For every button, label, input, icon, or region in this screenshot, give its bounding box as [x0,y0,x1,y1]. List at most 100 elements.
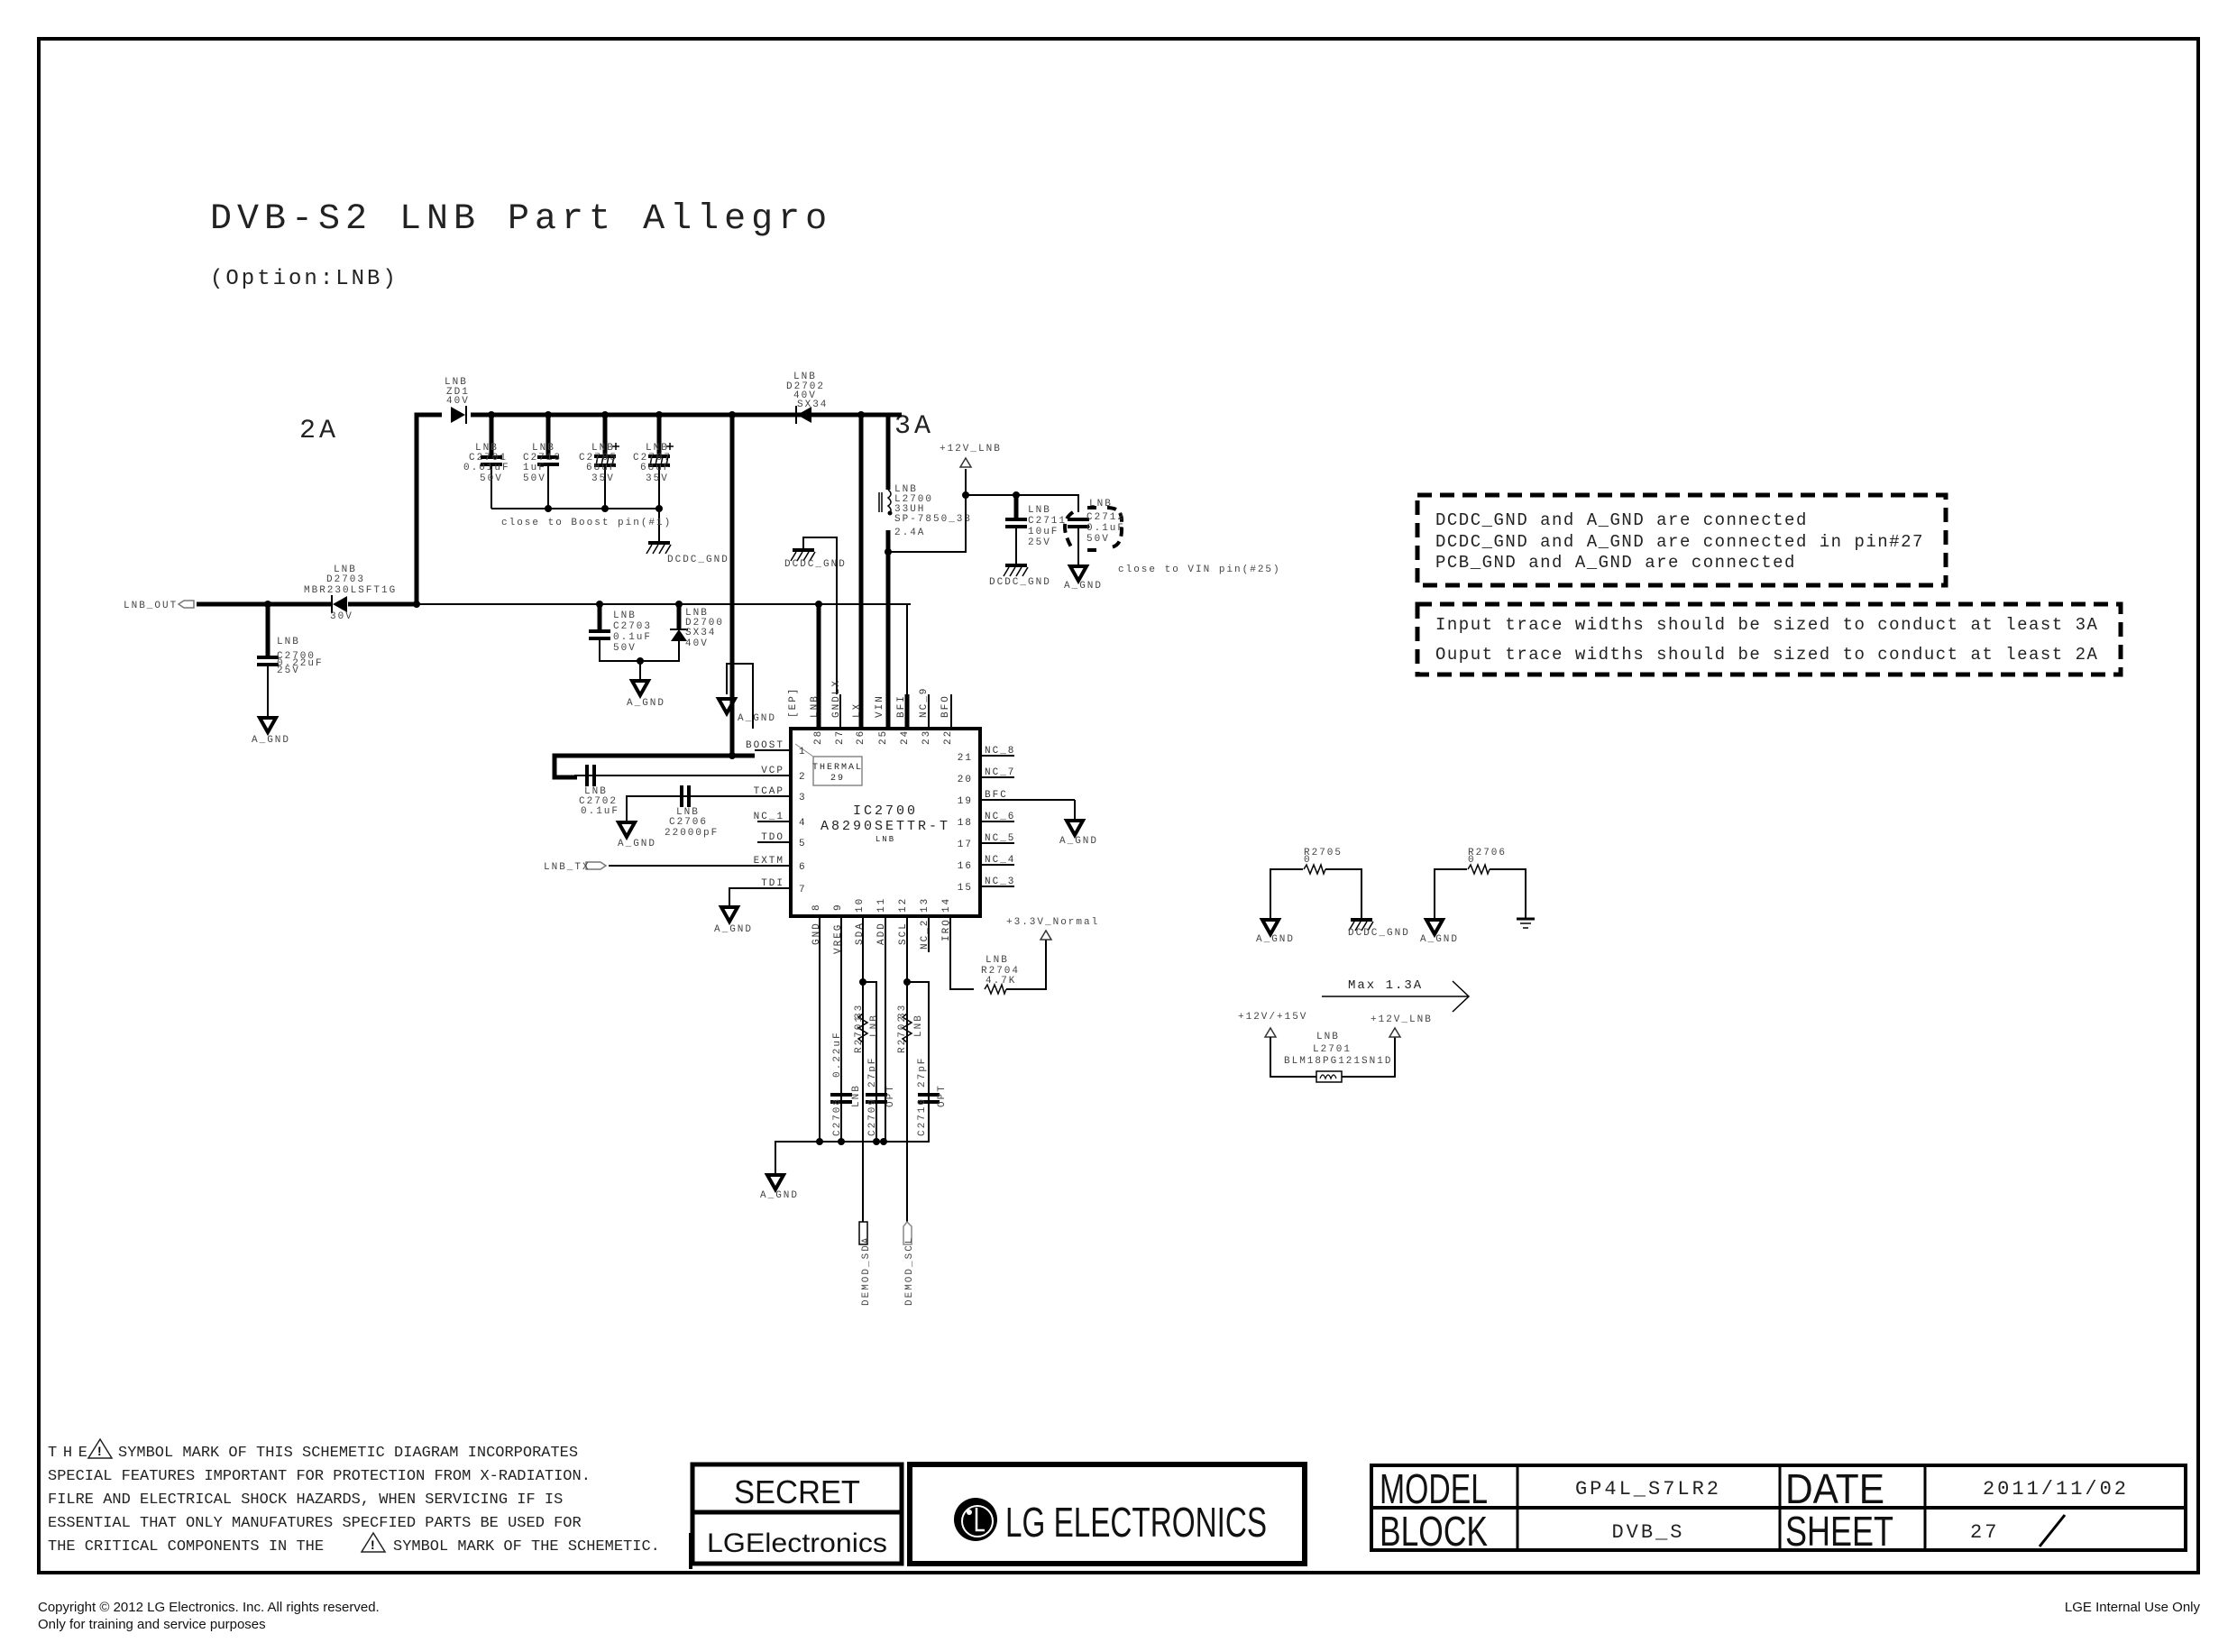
svg-text:40V: 40V [685,638,709,649]
svg-text:TDO: TDO [761,832,784,843]
svg-text:1uF: 1uF [523,463,546,473]
svg-text:NC_6: NC_6 [985,812,1015,822]
svg-text:ESSENTIAL THAT ONLY MANUFATURE: ESSENTIAL THAT ONLY MANUFATURES SPECFIED… [48,1515,582,1532]
svg-text:[EP]: [EP] [788,687,799,718]
svg-text:L2701: L2701 [1313,1044,1352,1055]
svg-text:R2701: R2701 [854,1014,865,1053]
model-label: MODEL [1380,1465,1488,1512]
svg-text:C2706: C2706 [669,817,708,828]
sheet-label: SHEET [1785,1508,1893,1555]
svg-text:+12V/+15V: +12V/+15V [1238,1012,1307,1023]
safety-warning: THE ! SYMBOL MARK OF THIS SCHEMETIC DIAG… [48,1437,692,1569]
svg-text:SX34: SX34 [797,399,828,410]
svg-text:C2708: C2708 [832,1097,843,1136]
cap-c2712: LNB C2712 0.1uF 50V A_GND close to VIN p… [1063,499,1279,592]
svg-text:SP-7850_33: SP-7850_33 [894,514,972,525]
svg-text:0: 0 [1304,855,1312,866]
svg-text:OPT: OPT [937,1084,948,1107]
svg-text:DCDC_GND: DCDC_GND [989,577,1051,588]
svg-text:C2707: C2707 [633,453,672,463]
svg-text:NC_7: NC_7 [985,767,1015,778]
svg-text:12: 12 [898,897,909,913]
model-value: GP4L_S7LR2 [1575,1478,1721,1501]
zener-diode-zd1: LNB ZD1 40V [445,377,468,424]
brand-small: LGElectronics [707,1528,887,1558]
svg-text:A_GND: A_GND [618,839,656,849]
svg-text:17: 17 [958,840,973,850]
svg-text:R2704: R2704 [981,966,1020,977]
cap-c2710: C2710 27pF OPT [916,1057,948,1136]
resistor-r2701: R2701 33 LNB [854,1004,880,1053]
svg-text:C2702: C2702 [579,796,618,807]
svg-text:D2703: D2703 [326,574,365,585]
svg-text:5: 5 [799,839,807,849]
svg-text:Ouput trace widths should be s: Ouput trace widths should be sized to co… [1435,645,2098,665]
svg-text:FILRE AND ELECTRICAL SHOCK HAZ: FILRE AND ELECTRICAL SHOCK HAZARDS, WHEN… [48,1491,563,1509]
v12-lnb-label: +12V_LNB [940,444,1002,454]
svg-text:10: 10 [855,897,866,913]
dcdc-gnd-label-2: DCDC_GND [784,559,847,570]
thermal-label: THERMAL [812,763,863,773]
svg-text:A_GND: A_GND [1420,934,1459,945]
ic-a8290: THERMAL 29 IC2700 A8290SETTR-T LNB [789,727,982,918]
svg-text:VIN: VIN [875,694,885,718]
svg-text:LX: LX [852,702,863,718]
svg-text:LNB: LNB [613,610,637,621]
lnb-tx-port: LNB_TX [544,861,608,873]
cap-c2703: LNB C2703 0.1uF 50V [587,604,679,662]
svg-text:13: 13 [920,897,931,913]
svg-text:19: 19 [958,796,973,807]
svg-text:20: 20 [958,775,973,785]
svg-text:0.01uF: 0.01uF [463,463,510,473]
svg-text:NC_4: NC_4 [985,855,1015,866]
svg-text:50V: 50V [613,643,637,654]
svg-text:C2703: C2703 [613,621,652,632]
svg-text:50V: 50V [1086,534,1110,545]
svg-text:LNB: LNB [913,1014,924,1037]
svg-text:15: 15 [958,883,973,894]
svg-text:0: 0 [1468,855,1476,866]
svg-text:DCDC_GND and A_GND are connect: DCDC_GND and A_GND are connected [1435,510,1808,530]
svg-text:LNB: LNB [584,786,608,797]
output-current-label: 2A [299,416,339,446]
svg-text:68uF: 68uF [640,463,671,473]
svg-text:A_GND: A_GND [627,698,665,709]
purpose-text: Only for training and service purposes [38,1617,266,1632]
svg-text:NC_3: NC_3 [985,876,1015,887]
svg-text:+12V_LNB: +12V_LNB [1371,1014,1433,1025]
svg-text:C2705: C2705 [579,453,618,463]
cap-c2711: LNB C2711 10uF 25V DCDC_GND [989,495,1065,588]
svg-text:68uF: 68uF [586,463,617,473]
svg-text:SDA: SDA [855,922,866,945]
svg-text:C2701: C2701 [469,453,508,463]
svg-text:16: 16 [958,861,973,872]
svg-text:VREG: VREG [833,923,844,954]
svg-text:LNB: LNB [532,443,555,454]
svg-text:!: ! [97,1444,102,1458]
svg-text:SYMBOL MARK OF THE SCHEMETIC.: SYMBOL MARK OF THE SCHEMETIC. [393,1538,660,1556]
svg-text:A_GND: A_GND [1064,581,1103,592]
svg-text:LNB: LNB [869,1014,880,1037]
svg-text:18: 18 [958,818,973,829]
svg-text:LNB: LNB [1028,505,1051,516]
svg-text:22: 22 [943,730,954,745]
svg-text:50V: 50V [523,473,546,484]
lg-logo-box: LG ELECTRONICS [907,1462,1307,1566]
svg-text:+3.3V_Normal: +3.3V_Normal [1006,917,1099,928]
date-value: 2011/11/02 [1983,1478,2129,1501]
svg-text:NC_5: NC_5 [985,833,1015,844]
svg-text:Max 1.3A: Max 1.3A [1348,978,1423,993]
diode-d2703: LNB D2703 MBR230LSFT1G 30V [304,564,395,622]
svg-text:DCDC_GND and A_GND are connect: DCDC_GND and A_GND are connected in pin#… [1435,532,1924,552]
svg-text:EXTM: EXTM [754,856,784,867]
svg-text:0.22uF: 0.22uF [832,1031,843,1078]
svg-text:24: 24 [900,730,911,745]
sheet-subtitle: (Option:LNB) [210,267,399,291]
svg-text:3: 3 [799,793,807,803]
cap-c2706: A_GND LNB C2706 22000pF [617,784,717,849]
svg-text:LNB: LNB [851,1084,862,1107]
svg-text:BFC: BFC [985,790,1008,801]
warning-triangle-icon-2 [360,1531,387,1553]
